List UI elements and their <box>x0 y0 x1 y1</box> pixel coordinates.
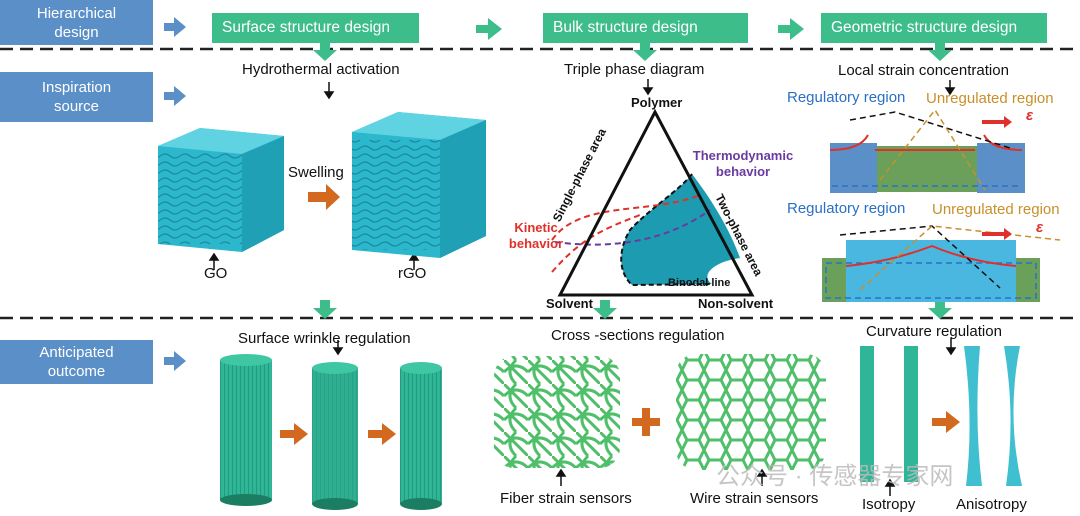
header-text: Bulk structure design <box>553 19 698 36</box>
row-label-hierarchical: Hierarchical design <box>0 0 153 45</box>
strain-bottom <box>822 225 1061 302</box>
header-text: Geometric structure design <box>831 19 1018 36</box>
green-down-arrow-icon <box>313 300 337 319</box>
fiber-network <box>494 356 620 468</box>
row-label-text: Anticipated outcome <box>39 344 114 380</box>
nonsolvent-label: Non-solvent <box>698 296 774 311</box>
epsilon-arrow-icon <box>982 116 1012 128</box>
orange-arrow-icon <box>932 411 960 433</box>
header-bulk: Bulk structure design <box>543 13 748 43</box>
orange-arrow-icon <box>368 423 396 445</box>
header-arrows <box>313 18 952 319</box>
green-down-arrow-icon <box>928 300 952 319</box>
local-strain-title: Local strain concentration <box>838 62 1009 79</box>
strain-top <box>829 108 1025 193</box>
unregulated-region-label: Unregulated region <box>932 201 1060 218</box>
header-geometric: Geometric structure design <box>821 13 1047 43</box>
row-label-inspiration: Inspiration source <box>0 72 153 122</box>
curvature-label: Curvature regulation <box>866 323 1002 340</box>
thermodynamic-label: Thermodynamic behavior <box>692 148 794 179</box>
row-label-outcome: Anticipated outcome <box>0 340 153 384</box>
watermark: 公众号 · 传感器专家网 <box>716 463 954 490</box>
blue-arrow-icon <box>164 86 186 106</box>
green-down-arrow-icon <box>633 42 657 61</box>
wire-network <box>676 354 826 470</box>
green-down-arrow-icon <box>928 42 952 61</box>
hydrothermal-activation-label: Hydrothermal activation <box>242 61 400 78</box>
cross-sections-label: Cross -sections regulation <box>551 327 725 344</box>
swelling-arrow-icon <box>308 184 340 210</box>
surface-wrinkle-label: Surface wrinkle regulation <box>238 330 411 347</box>
row-arrows <box>164 17 186 371</box>
fiber-sensors-label: Fiber strain sensors <box>500 490 632 507</box>
orange-arrow-icon <box>280 423 308 445</box>
triple-phase-diagram <box>551 108 755 297</box>
green-arrow-icon <box>476 18 502 40</box>
row-label-text: Inspiration source <box>41 79 112 115</box>
polymer-label: Polymer <box>631 95 683 110</box>
plus-icon <box>632 408 660 436</box>
green-down-arrow-icon <box>313 42 337 61</box>
regulatory-region-label: Regulatory region <box>787 200 906 217</box>
isotropy-label: Isotropy <box>862 496 916 513</box>
epsilon-arrow-icon <box>982 228 1012 240</box>
green-arrow-icon <box>778 18 804 40</box>
solvent-label: Solvent <box>546 296 593 311</box>
blue-arrow-icon <box>164 351 186 371</box>
go-label: GO <box>204 265 228 282</box>
epsilon-label: ε <box>1026 107 1034 124</box>
binodal-line-label: Binodal line <box>668 277 731 289</box>
swelling-label: Swelling <box>288 164 344 181</box>
small-black-arrows <box>208 79 957 496</box>
rgo-block <box>352 112 486 258</box>
wire-sensors-label: Wire strain sensors <box>690 490 819 507</box>
triple-phase-title: Triple phase diagram <box>564 61 705 78</box>
header-text: Surface structure design <box>222 19 391 36</box>
row-label-text: Hierarchical design <box>36 4 117 41</box>
epsilon-label: ε <box>1036 219 1044 236</box>
regulatory-region-label: Regulatory region <box>787 89 906 106</box>
kinetic-label: Kinetic behavior <box>508 220 564 251</box>
curvature-rods <box>860 346 1022 486</box>
go-block <box>158 128 284 252</box>
anisotropy-label: Anisotropy <box>956 496 1027 513</box>
green-down-arrow-icon <box>593 300 617 319</box>
rgo-label: rGO <box>398 265 427 282</box>
wrinkle-cylinders <box>220 354 442 510</box>
blue-arrow-icon <box>164 17 186 37</box>
header-surface: Surface structure design <box>212 13 419 43</box>
unregulated-region-label: Unregulated region <box>926 90 1054 107</box>
